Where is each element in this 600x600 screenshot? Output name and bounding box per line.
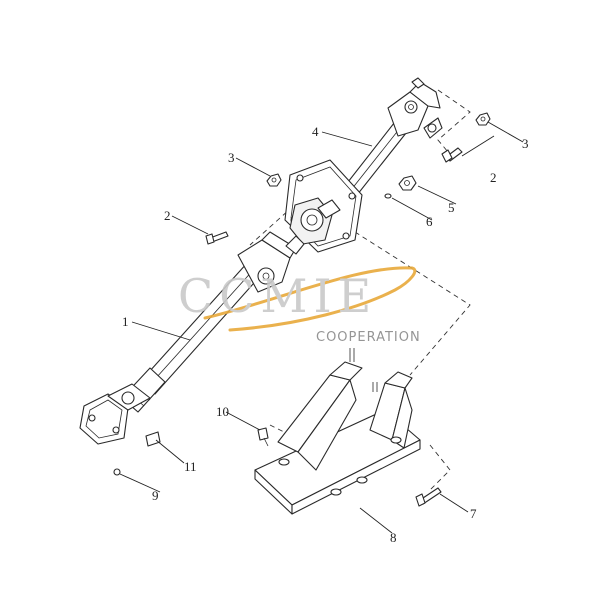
- callout-5: 5: [448, 200, 455, 215]
- fasteners: [113, 112, 491, 507]
- callout-7: 7: [470, 506, 477, 521]
- callout-3-right: 3: [522, 136, 529, 151]
- callout-9: 10: [216, 404, 229, 419]
- callout-10: 11: [184, 459, 197, 474]
- watermark-swoosh: [203, 266, 417, 332]
- callout-2-right: 2: [490, 170, 497, 185]
- support-bracket: [254, 348, 421, 515]
- watermark-brand: CCMIE: [178, 269, 377, 323]
- ccmie-watermark: CCMIE COOPERATION: [178, 266, 421, 345]
- leader-lines: [119, 121, 524, 534]
- callout-2-left: 2: [164, 208, 171, 223]
- callout-4: 4: [312, 124, 319, 139]
- bearing-flange-plate: [284, 159, 363, 253]
- callout-6: 6: [426, 214, 433, 229]
- watermark-subtitle: COOPERATION: [316, 330, 421, 345]
- callout-8: 8: [390, 530, 397, 545]
- callout-numbers: 4 2 3 3 5 6 2 1 10 11 9 7 8: [122, 124, 529, 545]
- callout-1: 1: [122, 314, 129, 329]
- callout-11: 9: [152, 488, 159, 503]
- lower-drive-shaft: [79, 231, 305, 445]
- callout-3-left: 3: [228, 150, 235, 165]
